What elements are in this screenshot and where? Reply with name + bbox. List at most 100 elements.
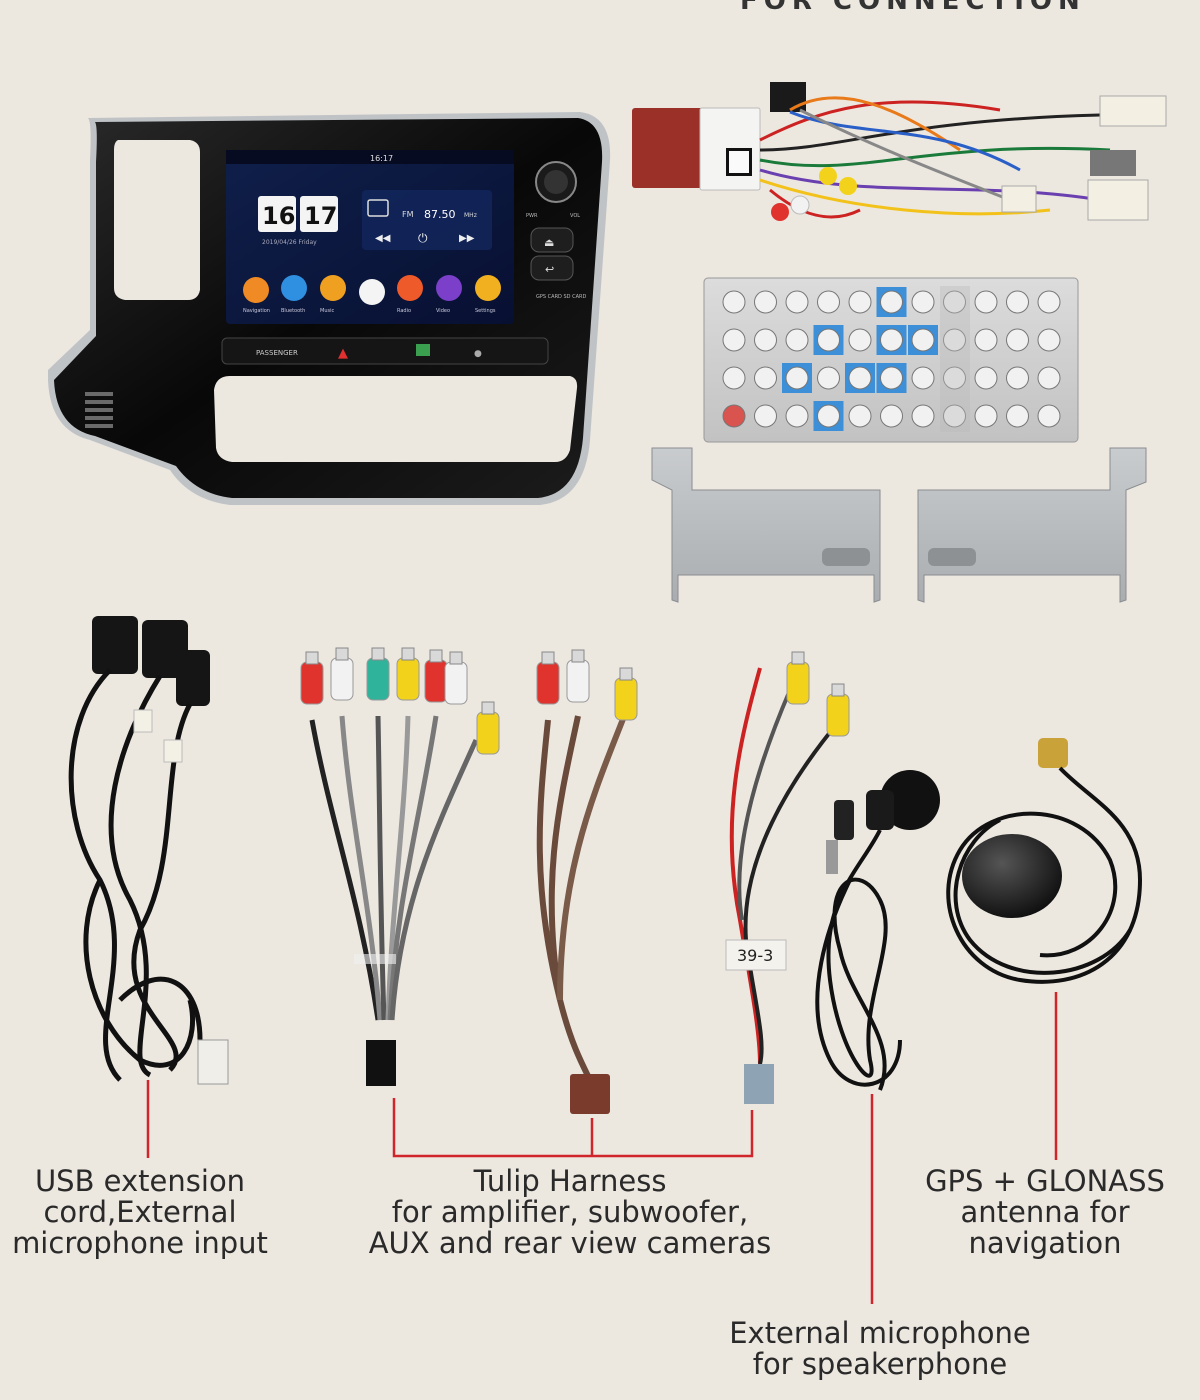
remote-button[interactable]: [848, 328, 872, 352]
rca-plug-tip: [335, 647, 349, 661]
remote-button[interactable]: [911, 328, 935, 352]
tulip-caption-line-1: Tulip Harness: [473, 1164, 667, 1198]
remote-button[interactable]: [943, 366, 966, 390]
lock-icon[interactable]: ●: [474, 349, 482, 359]
radio-band: FM: [402, 210, 414, 219]
remote-button[interactable]: [974, 290, 998, 314]
app-label: Video: [436, 308, 450, 314]
back-button[interactable]: [530, 255, 574, 281]
hazard-icon[interactable]: ▲: [338, 346, 348, 361]
remote-button[interactable]: [785, 404, 809, 428]
rca-plug: [300, 661, 324, 705]
knob-label-pwr: PWR: [526, 213, 538, 219]
radio-frequency: 87.50: [424, 208, 456, 221]
bluetooth-app-icon[interactable]: [281, 275, 307, 301]
remote-button[interactable]: [880, 366, 903, 390]
usb-caption-line-2: cord,External: [43, 1195, 237, 1229]
app-label: Settings: [475, 308, 496, 314]
mounting-brackets: [651, 447, 1147, 603]
usb-extension-cable: [68, 616, 229, 1085]
rca-plug-tip: [831, 683, 845, 697]
remote-button[interactable]: [817, 328, 840, 352]
rca-plug: [476, 711, 500, 755]
remote-button[interactable]: [817, 290, 840, 314]
remote-button[interactable]: [754, 404, 777, 428]
tulip-caption-line-3: AUX and rear view cameras: [368, 1226, 772, 1260]
remote-button[interactable]: [1037, 366, 1061, 390]
remote-button[interactable]: [754, 328, 777, 352]
rca-plug: [614, 677, 638, 721]
prev-icon[interactable]: ◀◀: [375, 233, 391, 244]
rca-plug-tip: [619, 667, 633, 681]
remote-button[interactable]: [754, 290, 777, 314]
eject-button[interactable]: [530, 227, 574, 253]
remote-button[interactable]: [848, 404, 872, 428]
power-icon[interactable]: ⏻: [418, 231, 428, 245]
camera-cable-tag: 39-3: [737, 946, 773, 965]
next-icon[interactable]: ▶▶: [459, 233, 475, 244]
remote-power-button[interactable]: [722, 404, 746, 428]
music-app-icon[interactable]: [320, 275, 346, 301]
video-app-icon[interactable]: [436, 275, 462, 301]
knob-label-vol: VOL: [570, 213, 580, 219]
remote-button[interactable]: [911, 366, 935, 390]
app-label: Navigation: [243, 308, 270, 314]
app-label: Radio: [397, 308, 411, 314]
navigation-app-icon[interactable]: [243, 277, 269, 303]
settings-app-icon[interactable]: [475, 275, 501, 301]
eject-icon: ⏏: [544, 236, 554, 249]
remote-button[interactable]: [1006, 328, 1029, 352]
remote-button[interactable]: [974, 328, 998, 352]
remote-button[interactable]: [1037, 328, 1061, 352]
remote-button[interactable]: [817, 366, 840, 390]
remote-button[interactable]: [880, 290, 903, 314]
remote-button[interactable]: [817, 404, 840, 428]
usb-caption-line-3: microphone input: [12, 1226, 268, 1260]
rca-plug-tip: [429, 649, 443, 663]
remote-button[interactable]: [785, 328, 809, 352]
callout-lines: [146, 992, 1058, 1304]
remote-button[interactable]: [911, 290, 935, 314]
mic-caption-line-2: for speakerphone: [752, 1347, 1008, 1381]
remote-button[interactable]: [785, 366, 809, 390]
remote-button[interactable]: [943, 404, 966, 428]
apps-grid-icon[interactable]: [359, 279, 385, 305]
remote-button[interactable]: [974, 366, 998, 390]
rca-plug: [396, 657, 420, 701]
rca-plug-tip: [371, 647, 385, 661]
remote-button[interactable]: [785, 290, 809, 314]
remote-button[interactable]: [1006, 290, 1029, 314]
microphone-caption: External microphone for speakerphone: [720, 1318, 1040, 1380]
eco-icon[interactable]: [416, 344, 430, 356]
remote-button[interactable]: [943, 328, 966, 352]
remote-button[interactable]: [1037, 290, 1061, 314]
remote-button[interactable]: [943, 290, 966, 314]
status-time: 16:17: [370, 154, 393, 163]
remote-button[interactable]: [911, 404, 935, 428]
remote-button[interactable]: [880, 404, 903, 428]
remote-button[interactable]: [1037, 404, 1061, 428]
radio-widget[interactable]: FM 87.50 MHz ◀◀ ⏻ ▶▶: [362, 190, 492, 250]
remote-button[interactable]: [880, 328, 903, 352]
clock-hour: 16: [262, 202, 295, 230]
rca-harness-aux: [536, 704, 631, 1114]
remote-button[interactable]: [722, 328, 746, 352]
remote-button[interactable]: [722, 290, 746, 314]
remote-button[interactable]: [974, 404, 998, 428]
rca-plug-tip: [449, 651, 463, 665]
remote-button[interactable]: [1006, 404, 1029, 428]
remote-button[interactable]: [754, 366, 777, 390]
remote-button[interactable]: [1006, 366, 1029, 390]
gps-caption-line-3: navigation: [968, 1226, 1122, 1260]
canbus-wiring-harness: [632, 82, 1167, 221]
remote-button[interactable]: [848, 290, 872, 314]
rca-plug-tip: [541, 651, 555, 665]
radio-app-icon[interactable]: [397, 275, 423, 301]
remote-button[interactable]: [722, 366, 746, 390]
remote-button[interactable]: [848, 366, 872, 390]
gps-glonass-antenna: [946, 738, 1143, 984]
mic-caption-line-1: External microphone: [729, 1316, 1031, 1350]
date-line: 2019/04/26 Friday: [262, 239, 317, 246]
app-label: Bluetooth: [281, 308, 305, 314]
